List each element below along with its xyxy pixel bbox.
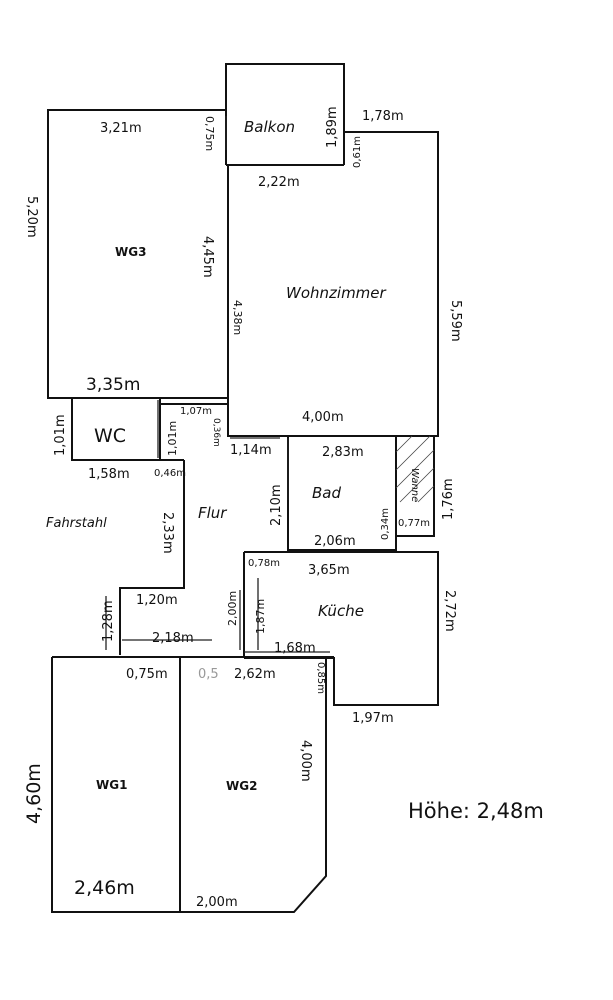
dim-wohn-inner: 4,38m (231, 300, 244, 335)
dim-flur-left: 2,33m (160, 512, 175, 554)
dim-bad-left: 2,10m (269, 484, 284, 526)
dim-bad-bottom: 2,06m (314, 534, 356, 549)
height-note: Höhe: 2,48m (408, 799, 544, 823)
wg1-walls (51, 657, 181, 913)
room-label-wanne: Wanne (409, 468, 420, 502)
dim-wc-right: 1,01m (166, 421, 179, 456)
balkon-walls (225, 63, 345, 165)
dim-wc-left: 1,01m (53, 414, 68, 456)
dim-kueche-step: 0,85m (315, 662, 326, 694)
room-label-bad: Bad (312, 484, 341, 502)
dim-balkon-step: 0,61m (352, 136, 363, 168)
dim-wanne-h: 1,76m (441, 478, 456, 520)
room-label-wg2: WG2 (226, 779, 257, 793)
dim-wohn-bottom: 4,00m (302, 410, 344, 425)
dim-bad-top: 2,83m (322, 445, 364, 460)
dim-flur-stub: 0,36m (211, 418, 221, 447)
dim-wc-stub: 0,46m (154, 468, 186, 479)
room-label-balkon: Balkon (244, 118, 295, 136)
room-label-wc: WC (94, 425, 126, 447)
wg2-walls (180, 657, 327, 913)
dim-wg1-gap: 0,75m (126, 667, 168, 682)
dim-wc-bottom: 1,58m (88, 467, 130, 482)
room-label-wohnzimmer: Wohnzimmer (286, 284, 387, 302)
dim-flur-bottom: 2,18m (152, 631, 194, 646)
room-label-flur: Flur (198, 504, 227, 522)
room-label-wg3: WG3 (115, 245, 146, 259)
dim-flur-step: 1,14m (230, 443, 272, 458)
dim-kueche-right: 2,72m (442, 590, 457, 632)
dim-kueche-left-b: 1,87m (254, 599, 267, 634)
dim-wg3-left: 5,20m (24, 196, 39, 238)
dim-wg3-top: 3,21m (100, 121, 142, 136)
dim-balkon-side: 1,89m (325, 106, 340, 148)
dimension-ticks (105, 116, 330, 653)
dim-wg3-gap: 0,75m (203, 116, 216, 151)
dim-wg3-right: 4,45m (200, 236, 215, 278)
dim-kueche-top: 3,65m (308, 563, 350, 578)
dim-wohn-right: 5,59m (448, 300, 463, 342)
dim-flur-top: 1,07m (180, 406, 212, 417)
dim-wg3-bottom: 3,35m (86, 375, 140, 395)
dim-wg2-top: 2,62m (234, 667, 276, 682)
dim-flur-stub2: 1,20m (136, 593, 178, 608)
room-label-wg1: WG1 (96, 778, 127, 792)
dim-bad-stub: 0,34m (380, 508, 391, 540)
dim-wg2-gap: 0,5 (198, 667, 219, 682)
room-label-fahrstuhl: Fahrstahl (46, 516, 107, 531)
flur-left-walls (119, 460, 185, 655)
dim-wohn-top: 1,78m (362, 109, 404, 124)
dim-wanne-w: 0,77m (398, 518, 430, 529)
walls (47, 63, 439, 913)
dim-kueche-mid: 1,68m (274, 641, 316, 656)
wc-walls (71, 397, 184, 461)
wanne-hatching (395, 435, 435, 503)
dim-kueche-left-a: 2,00m (226, 591, 239, 626)
room-labels: Balkon WG3 Wohnzimmer WC Flur Fahrstahl … (46, 118, 420, 793)
dim-flur-lower: 1,28m (101, 600, 116, 642)
dim-wg2-right: 4,00m (298, 740, 313, 782)
dim-wg1-left: 4,60m (23, 763, 45, 824)
dim-wg1-bottom: 2,46m (74, 877, 135, 899)
dim-wg2-bottom: 2,00m (196, 895, 238, 910)
dim-kueche-bottom: 1,97m (352, 711, 394, 726)
room-label-kueche: Küche (318, 602, 364, 620)
dim-balkon-bottom: 2,22m (258, 175, 300, 190)
dim-kueche-top-stub: 0,78m (248, 558, 280, 569)
wohnzimmer-walls (227, 131, 439, 437)
dimension-labels: 3,21m 5,20m 0,75m 4,45m 3,35m 1,89m 2,22… (23, 106, 463, 910)
